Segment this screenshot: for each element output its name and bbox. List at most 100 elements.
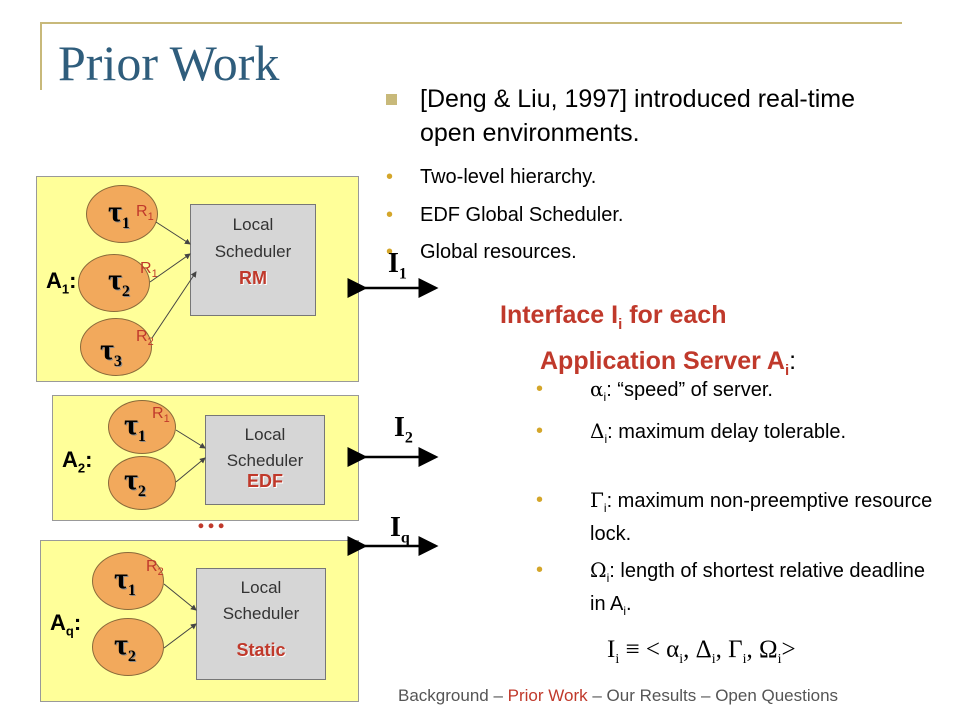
task-symbol: τ — [108, 263, 122, 296]
scheduler-label-line2: Scheduler — [222, 604, 300, 623]
heading-sub: i — [784, 362, 790, 379]
interface-label-i2: I2 — [394, 412, 413, 448]
task-node — [92, 618, 164, 676]
property-text: : “speed” of server. — [606, 379, 773, 401]
scheduler-label-line2: Scheduler — [226, 451, 304, 470]
task-sub: 2 — [121, 283, 130, 300]
task-label: τ1 — [108, 195, 130, 233]
scheduler-algorithm: RM — [239, 268, 267, 288]
heading-text: for each — [622, 301, 727, 329]
formula-sub: i — [679, 652, 684, 667]
resource-sub: 2 — [157, 566, 164, 579]
scheduler-algorithm: Static — [236, 640, 286, 660]
dot-bullet-icon: • — [536, 420, 544, 442]
formula-i: I — [607, 636, 616, 663]
interface-sub: 1 — [398, 265, 407, 283]
app-label-sub: 2 — [77, 460, 86, 476]
arrow-aq-t1 — [163, 583, 197, 611]
delta-symbol: Δ — [590, 419, 605, 443]
interface-text: I — [390, 512, 401, 543]
resource-label: R1 — [136, 203, 154, 223]
symbol-sub: i — [603, 390, 607, 404]
property-text: : maximum non-preemptive resource lock. — [590, 490, 933, 545]
sub-bullet-item: • Global resources. — [386, 241, 577, 264]
resource-text: R — [140, 260, 152, 277]
resource-label: R2 — [146, 558, 164, 578]
app-label-a1: A1: — [46, 268, 76, 296]
resource-sub: 1 — [151, 268, 158, 281]
task-label: τ2 — [114, 628, 136, 666]
formula-omega: Ω — [758, 636, 778, 663]
task-node — [80, 318, 152, 376]
heading-sub: i — [618, 316, 623, 333]
heading-text: Interface I — [500, 301, 619, 329]
resource-label: R2 — [136, 328, 154, 348]
title-frame-left — [40, 22, 42, 90]
task-node — [108, 400, 176, 454]
formula-text: ≡ < α — [619, 636, 680, 663]
dot-bullet-icon: • — [386, 204, 394, 226]
task-sub: 3 — [113, 353, 122, 370]
footer-separator: – — [587, 686, 607, 705]
task-label: τ1 — [114, 562, 136, 600]
arrow-a2-t1 — [175, 429, 206, 449]
interface-sub: 2 — [404, 429, 413, 447]
arrow-a1-t1 — [155, 221, 191, 245]
resource-label: R1 — [152, 405, 170, 425]
task-sub: 1 — [127, 582, 136, 599]
local-scheduler-box: Local Scheduler RM — [190, 204, 316, 316]
app-label-text: A — [62, 447, 78, 472]
footer-item-open-questions[interactable]: Open Questions — [715, 686, 839, 705]
interface-heading: Interface Ii for each Application Server… — [500, 297, 796, 389]
scheduler-algorithm: EDF — [247, 471, 283, 491]
symbol-sub: i — [604, 432, 608, 446]
app-label-colon: : — [85, 447, 93, 472]
footer-separator: – — [696, 686, 716, 705]
sub-bullet-label: EDF Global Scheduler. — [420, 204, 624, 226]
more-applications-ellipsis: … — [196, 502, 228, 535]
formula-sub: i — [615, 652, 620, 667]
arrow-a1-t2 — [149, 253, 191, 283]
arrow-aq-t2 — [163, 623, 197, 649]
app-label-sub: q — [65, 623, 74, 639]
scheduler-label-line1: Local — [232, 215, 274, 234]
footer-navigation: Background – Prior Work – Our Results – … — [398, 686, 838, 706]
resource-sub: 2 — [147, 336, 154, 349]
property-tail: . — [626, 593, 632, 615]
app-label-aq: Aq: — [50, 610, 81, 638]
property-item-delta: • Δi: maximum delay tolerable. — [536, 418, 846, 452]
gamma-symbol: Γ — [590, 488, 604, 512]
footer-item-our-results[interactable]: Our Results — [606, 686, 697, 705]
footer-item-background[interactable]: Background — [398, 686, 489, 705]
property-item-alpha: • αi: “speed” of server. — [536, 376, 773, 410]
interface-label-i1: I1 — [388, 248, 407, 284]
app-label-text: A — [46, 268, 62, 293]
dot-bullet-icon: • — [536, 559, 544, 581]
scheduler-label-line1: Local — [244, 425, 286, 444]
app-label-colon: : — [69, 268, 77, 293]
task-symbol: τ — [124, 408, 138, 441]
task-node — [86, 185, 158, 243]
square-bullet-icon — [386, 94, 397, 105]
task-sub: 1 — [137, 428, 146, 445]
symbol-sub: i — [606, 571, 610, 585]
formula-sub: i — [777, 652, 782, 667]
app-label-sub: 1 — [61, 281, 70, 297]
dot-bullet-icon: • — [536, 378, 544, 400]
interface-heading-line2: Application Server Ai: — [500, 343, 796, 389]
footer-item-prior-work[interactable]: Prior Work — [507, 686, 588, 705]
scheduler-label-line1: Local — [240, 578, 282, 597]
task-symbol: τ — [124, 463, 138, 496]
task-to-scheduler-arrows — [149, 221, 206, 649]
sub-bullet-item: • Two-level hierarchy. — [386, 166, 597, 189]
task-symbol: τ — [114, 628, 128, 661]
interface-heading-line1: Interface Ii for each — [500, 297, 796, 343]
formula-sub: i — [742, 652, 747, 667]
sub-bullet-label: Two-level hierarchy. — [420, 166, 597, 188]
formula-sub: i — [711, 652, 716, 667]
interface-text: I — [394, 412, 405, 443]
task-symbol: τ — [114, 562, 128, 595]
task-label: τ2 — [124, 463, 146, 501]
footer-separator: – — [488, 686, 508, 705]
symbol-sub: i — [603, 501, 607, 515]
